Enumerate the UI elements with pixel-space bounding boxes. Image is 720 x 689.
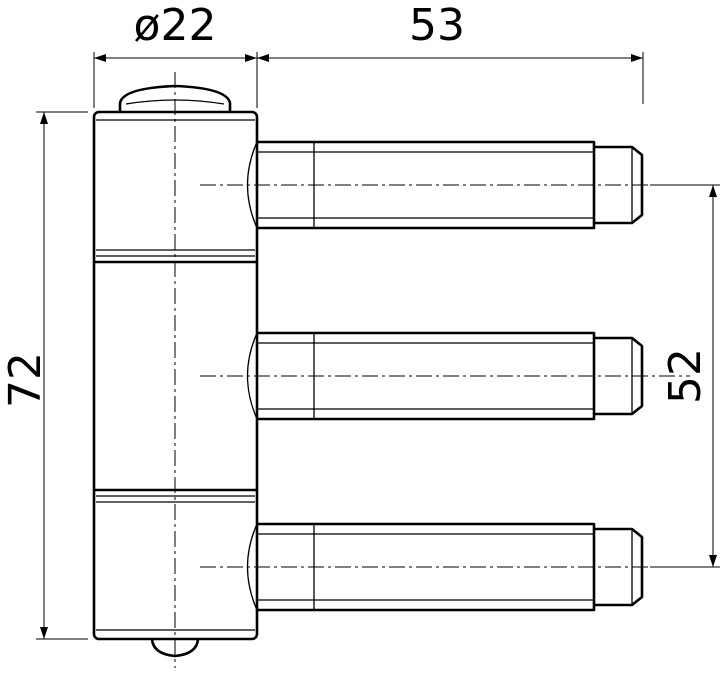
height-label: 72 [0,352,51,408]
pin-top [200,140,690,230]
dimension-diameter: ø22 [94,0,257,62]
bottom-cap [150,638,200,658]
pin-bottom [200,522,690,612]
dimension-width: 53 [257,0,643,62]
extension-lines [36,52,720,640]
width-label: 53 [409,0,465,51]
dimension-height: 72 [0,112,51,639]
pin-middle [200,331,690,421]
pin-spacing-label: 52 [660,348,711,404]
diameter-label: ø22 [134,0,217,51]
dimension-pin-spacing: 52 [660,185,717,567]
hinge-barrel [92,72,259,668]
